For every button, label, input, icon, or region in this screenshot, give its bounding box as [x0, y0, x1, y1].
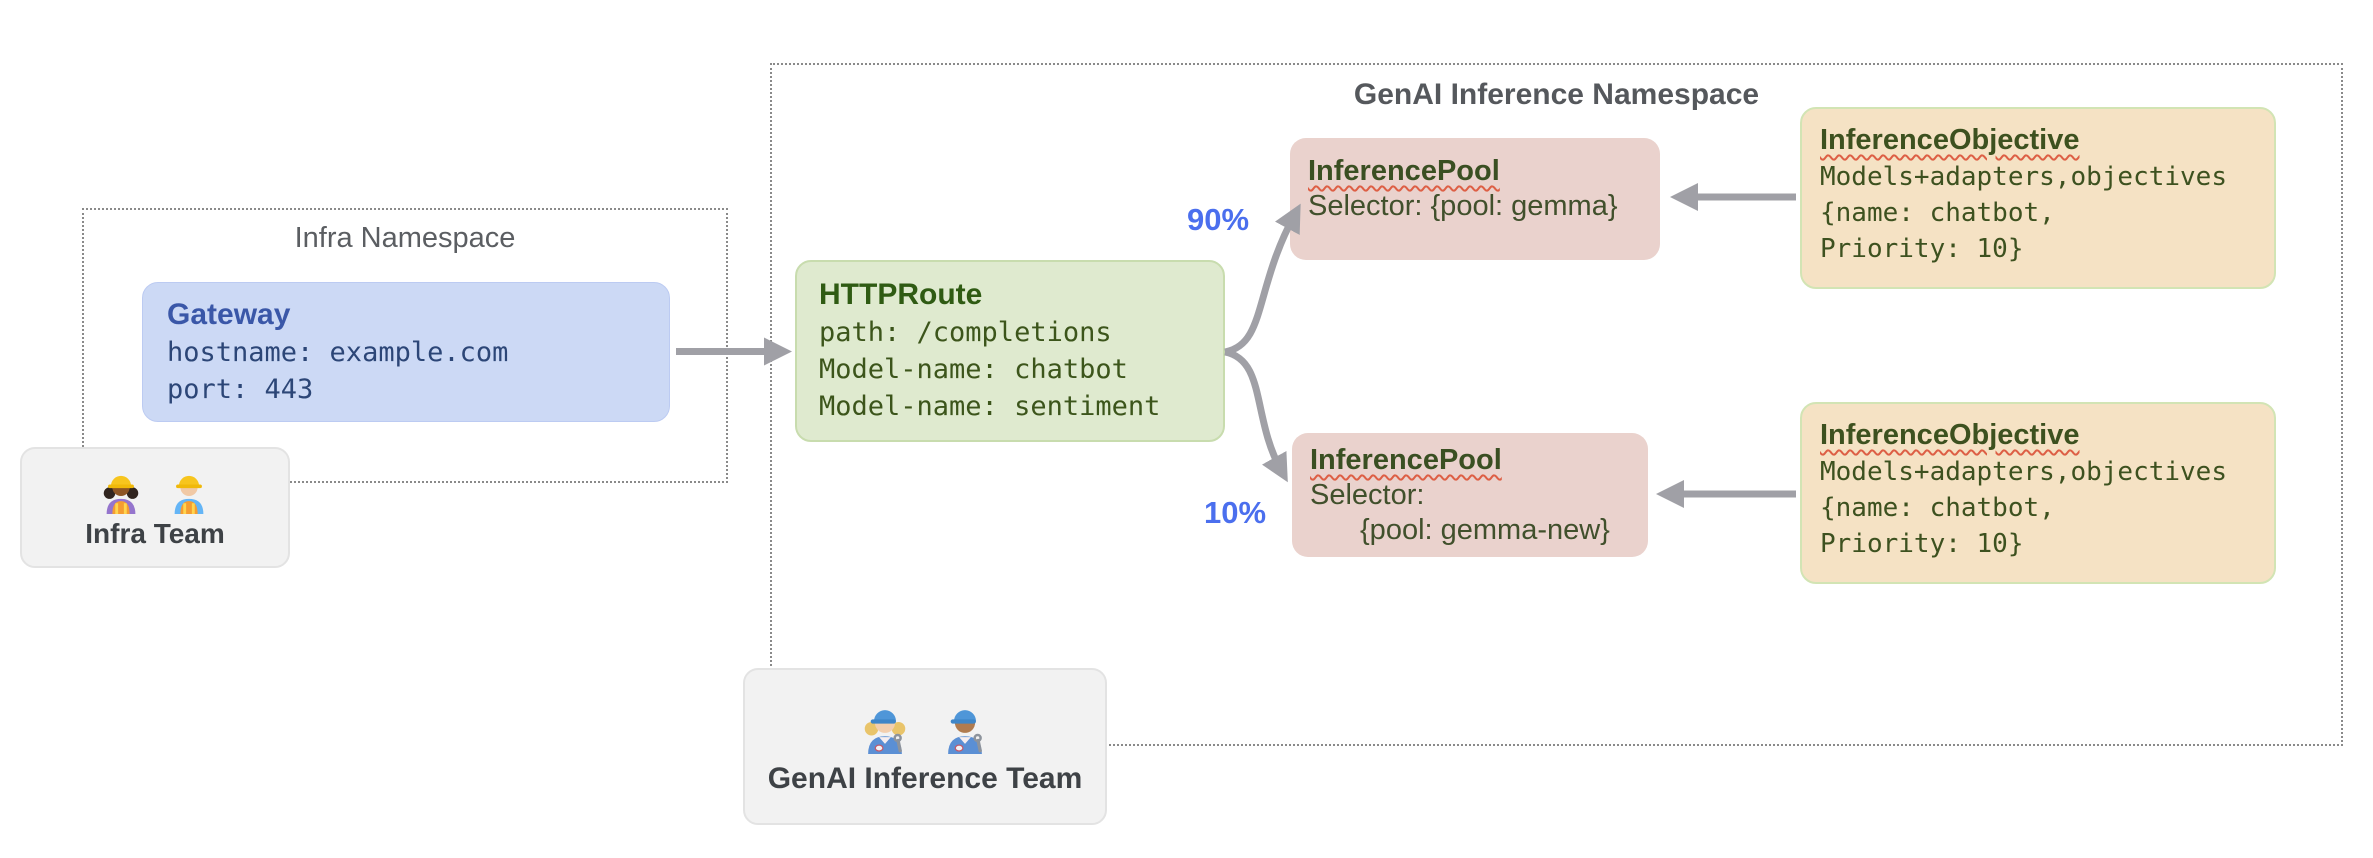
- genai-namespace-box: [770, 63, 2343, 746]
- infra-team-icons: [98, 466, 212, 514]
- httproute-spec: path: /completions Model-name: chatbot M…: [819, 314, 1201, 425]
- inference-pool-selector: Selector: {pool: gemma}: [1308, 189, 1642, 224]
- gateway-title: Gateway: [167, 298, 291, 331]
- gateway-spec: hostname: example.com port: 443: [167, 334, 645, 408]
- httproute-model-1: Model-name: chatbot: [819, 354, 1128, 385]
- inference-objective-spec: Models+adapters,objectives {name: chatbo…: [1820, 159, 2256, 267]
- objective-line: Priority: 10}: [1820, 234, 2024, 264]
- infra-team-label: Infra Team: [85, 517, 225, 549]
- genai-namespace-title: GenAI Inference Namespace: [1353, 78, 1760, 111]
- infra-namespace-title: Infra Namespace: [294, 222, 516, 254]
- inference-objective-title: InferenceObjective: [1820, 124, 2080, 156]
- inference-objective-title: InferenceObjective: [1820, 419, 2080, 451]
- objective-line: Priority: 10}: [1820, 529, 2024, 559]
- woman-mechanic-icon: [864, 709, 906, 754]
- traffic-split-90-label: 90%: [1186, 202, 1250, 237]
- genai-team-label: GenAI Inference Team: [767, 761, 1083, 795]
- objective-line: {name: chatbot,: [1820, 198, 2055, 228]
- man-mechanic-icon: [948, 709, 982, 754]
- inference-pool-title: InferencePool: [1310, 444, 1502, 476]
- genai-team-icons: [858, 698, 992, 754]
- httproute-node: HTTPRoute path: /completions Model-name:…: [795, 260, 1225, 442]
- genai-team-card: GenAI Inference Team: [743, 668, 1107, 825]
- httproute-path: path: /completions: [819, 317, 1112, 348]
- httproute-title: HTTPRoute: [819, 278, 983, 311]
- inference-objective-spec: Models+adapters,objectives {name: chatbo…: [1820, 454, 2256, 562]
- infra-namespace-box: [82, 208, 728, 483]
- httproute-model-2: Model-name: sentiment: [819, 391, 1161, 422]
- infra-team-card: Infra Team: [20, 447, 290, 568]
- inference-objective-node-bottom: InferenceObjective Models+adapters,objec…: [1800, 402, 2276, 584]
- inference-objective-node-top: InferenceObjective Models+adapters,objec…: [1800, 107, 2276, 289]
- pool-selector-line: {pool: gemma-new}: [1360, 514, 1610, 546]
- woman-construction-worker-icon: [103, 475, 139, 514]
- traffic-split-10-label: 10%: [1203, 495, 1267, 530]
- gateway-node: Gateway hostname: example.com port: 443: [142, 282, 670, 422]
- pool-selector-line: Selector:: [1310, 479, 1425, 511]
- inference-pool-gemma-node: InferencePool Selector: {pool: gemma}: [1290, 138, 1660, 260]
- inference-pool-selector: Selector: {pool: gemma-new}: [1310, 478, 1630, 548]
- objective-line: {name: chatbot,: [1820, 493, 2055, 523]
- gateway-hostname: hostname: example.com: [167, 337, 509, 368]
- pool-selector-line: Selector: {pool: gemma}: [1308, 190, 1618, 222]
- inference-pool-gemma-new-node: InferencePool Selector: {pool: gemma-new…: [1292, 433, 1648, 557]
- objective-line: Models+adapters,objectives: [1820, 457, 2227, 487]
- inference-pool-title: InferencePool: [1308, 155, 1500, 187]
- man-construction-worker-icon: [174, 475, 204, 514]
- gateway-port: port: 443: [167, 374, 314, 405]
- objective-line: Models+adapters,objectives: [1820, 162, 2227, 192]
